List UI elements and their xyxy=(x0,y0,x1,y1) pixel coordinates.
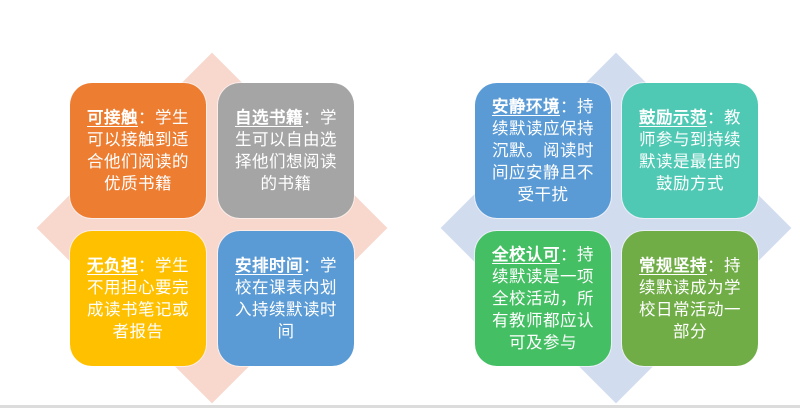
right-box-role-modeling: 鼓励示范：教师参与到持续默读是最佳的鼓励方式 xyxy=(622,83,758,218)
box-title: 全校认可 xyxy=(492,244,560,264)
box-separator: ： xyxy=(707,255,724,275)
box-text: 可接触：学生可以接触到适合他们阅读的优质书籍 xyxy=(80,107,196,195)
box-title: 常规坚持 xyxy=(639,255,707,275)
box-separator: ： xyxy=(560,96,577,116)
box-title: 安排时间 xyxy=(235,255,303,275)
box-body: 持续默读成为学校日常活动一部分 xyxy=(639,255,741,341)
box-body: 学校在课表内划入持续默读时间 xyxy=(235,255,337,341)
box-text: 全校认可：持续默读是一项全校活动，所有教师都应认可及参与 xyxy=(485,244,601,354)
box-title: 安静环境 xyxy=(492,96,560,116)
box-title: 鼓励示范 xyxy=(639,107,707,127)
box-separator: ： xyxy=(303,255,320,275)
box-separator: ： xyxy=(560,244,577,264)
box-text: 常规坚持：持续默读成为学校日常活动一部分 xyxy=(632,255,748,343)
box-body: 学生可以自由选择他们想阅读的书籍 xyxy=(235,107,337,193)
left-box-self-selected-books: 自选书籍：学生可以自由选择他们想阅读的书籍 xyxy=(218,83,354,218)
box-title: 可接触 xyxy=(87,107,138,127)
box-body: 教师参与到持续默读是最佳的鼓励方式 xyxy=(639,107,741,193)
box-body: 持续默读是一项全校活动，所有教师都应认可及参与 xyxy=(492,244,594,352)
right-box-routine-persistence: 常规坚持：持续默读成为学校日常活动一部分 xyxy=(622,231,758,366)
left-box-no-burden: 无负担：学生不用担心要完成读书笔记或者报告 xyxy=(70,231,206,366)
box-separator: ： xyxy=(138,255,155,275)
box-separator: ： xyxy=(707,107,724,127)
bottom-divider xyxy=(0,405,800,408)
right-box-quiet-environment: 安静环境：持续默读应保持沉默。阅读时间应安静且不受干扰 xyxy=(475,83,611,218)
box-body: 学生可以接触到适合他们阅读的优质书籍 xyxy=(87,107,189,193)
box-text: 无负担：学生不用担心要完成读书笔记或者报告 xyxy=(80,255,196,343)
box-title: 无负担 xyxy=(87,255,138,275)
box-separator: ： xyxy=(138,107,155,127)
left-box-accessible: 可接触：学生可以接触到适合他们阅读的优质书籍 xyxy=(70,83,206,218)
box-body: 学生不用担心要完成读书笔记或者报告 xyxy=(87,255,189,341)
box-text: 安排时间：学校在课表内划入持续默读时间 xyxy=(228,255,344,343)
left-box-scheduled-time: 安排时间：学校在课表内划入持续默读时间 xyxy=(218,231,354,366)
right-box-school-wide-recognition: 全校认可：持续默读是一项全校活动，所有教师都应认可及参与 xyxy=(475,231,611,366)
box-title: 自选书籍 xyxy=(235,107,303,127)
box-text: 安静环境：持续默读应保持沉默。阅读时间应安静且不受干扰 xyxy=(485,96,601,206)
box-text: 自选书籍：学生可以自由选择他们想阅读的书籍 xyxy=(228,107,344,195)
box-body: 持续默读应保持沉默。阅读时间应安静且不受干扰 xyxy=(492,96,594,204)
box-text: 鼓励示范：教师参与到持续默读是最佳的鼓励方式 xyxy=(632,107,748,195)
box-separator: ： xyxy=(303,107,320,127)
